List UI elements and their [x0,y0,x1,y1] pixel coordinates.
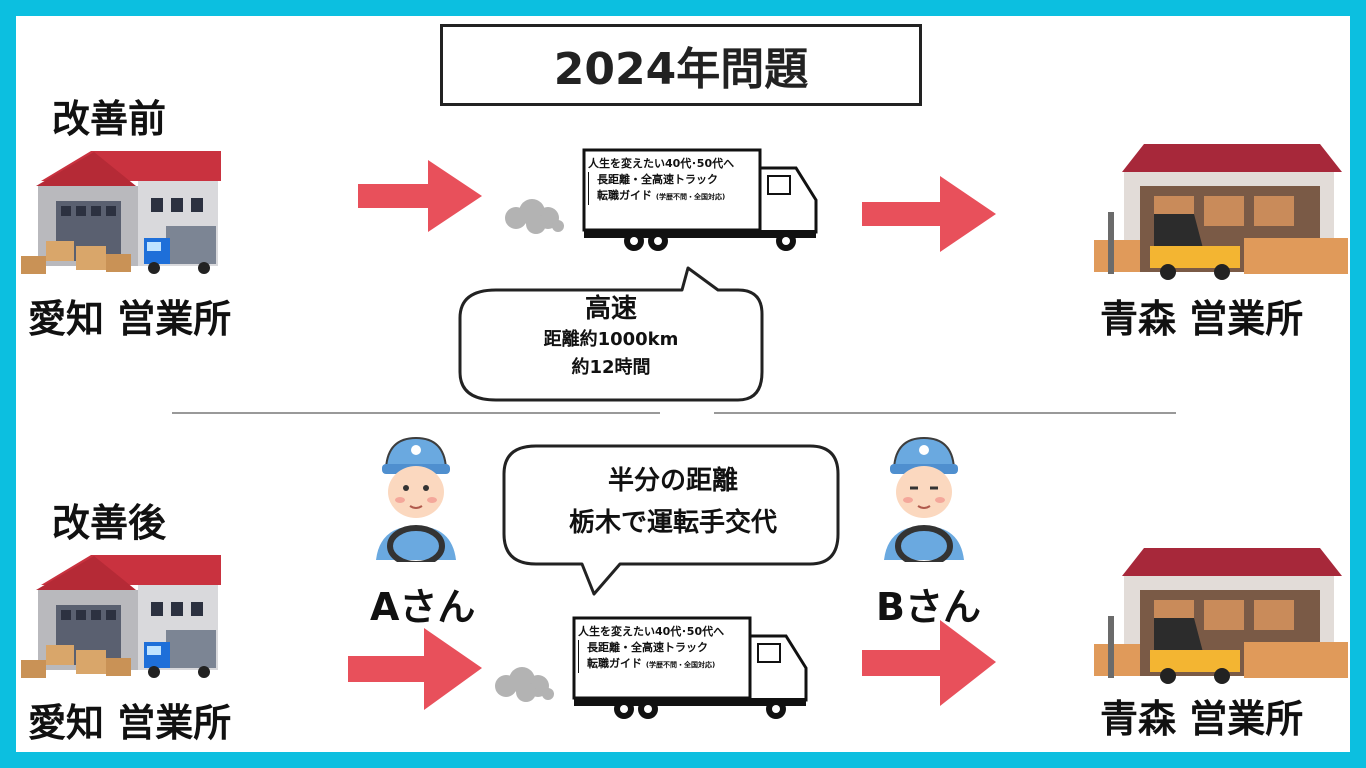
bubble-before-line2: 距離約1000km [543,329,679,350]
truck-sign-line2: 長距離・全高速トラック [578,640,754,656]
truck-sign-line3-small: (学歴不問・全国対応) [645,661,716,669]
section-divider-right [714,412,1176,414]
truck-sign-before: 人生を変えたい40代･50代へ 長距離・全高速トラック 転職ガイド (学歴不問・… [588,156,764,205]
before-destination-label: 青森 営業所 [1100,297,1304,341]
warehouse-origin-after-icon [21,555,221,678]
warehouse-destination-after-icon [1094,548,1348,684]
driver-b-label: Bさん [876,585,981,629]
driver-a-icon [376,436,456,562]
truck-sign-line3-small: (学歴不問・全国対応) [655,193,726,201]
arrow-right-icon [358,160,482,232]
after-heading: 改善後 [52,501,167,545]
truck-sign-line3: 転職ガイド [597,189,652,202]
speech-bubble-after: 半分の距離 栃木で運転手交代 [506,460,840,544]
speech-bubble-after-shape [502,444,840,596]
speech-bubble-before-shape [458,266,764,402]
section-divider-left [172,412,660,414]
bubble-before-line3: 約12時間 [571,357,651,378]
truck-before-icon [505,148,818,251]
truck-sign-line2: 長距離・全高速トラック [588,172,764,188]
bubble-before-line1: 高速 [584,294,637,324]
bubble-after-line1: 半分の距離 [607,466,738,496]
bubble-after-line2: 栃木で運転手交代 [568,508,777,538]
truck-after-icon [495,616,808,719]
page-title: 2024年問題 [440,24,922,106]
truck-sign-line3-wrap: 転職ガイド (学歴不問・全国対応) [578,656,754,673]
truck-sign-line3-wrap: 転職ガイド (学歴不問・全国対応) [588,188,764,205]
driver-a-label: Aさん [370,585,476,629]
truck-sign-line1: 人生を変えたい40代･50代へ [578,625,725,638]
truck-sign-line1: 人生を変えたい40代･50代へ [588,157,735,170]
arrow-right-icon [348,628,482,710]
truck-sign-line3: 転職ガイド [587,657,642,670]
speech-bubble-before: 高速 距離約1000km 約12時間 [460,292,762,382]
before-heading: 改善前 [52,97,167,141]
after-origin-label: 愛知 営業所 [28,701,232,745]
after-destination-label: 青森 営業所 [1100,697,1304,741]
arrow-right-icon [862,620,996,706]
truck-sign-after: 人生を変えたい40代･50代へ 長距離・全高速トラック 転職ガイド (学歴不問・… [578,624,754,673]
arrow-right-icon [862,176,996,252]
before-origin-label: 愛知 営業所 [28,297,232,341]
diagram-canvas: 2024年問題 改善前 愛知 営業所 [16,16,1350,752]
driver-b-icon [884,436,964,562]
warehouse-destination-before-icon [1094,144,1348,280]
warehouse-origin-before-icon [21,151,221,274]
